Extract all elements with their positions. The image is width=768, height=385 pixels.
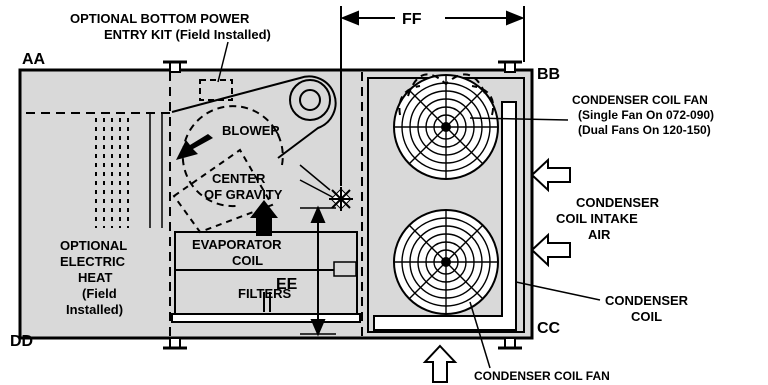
intake-label-line2: COIL INTAKE xyxy=(556,211,638,226)
ff-label: FF xyxy=(402,11,422,28)
rigging-lugs xyxy=(163,60,522,350)
ee-bracket xyxy=(333,261,357,277)
fan-bottom-label: CONDENSER COIL FAN xyxy=(474,369,610,383)
leader-lines xyxy=(217,41,601,369)
corner-bb-label: BB xyxy=(537,66,560,83)
center-of-gravity-marker xyxy=(329,187,353,211)
heat-label-line4: (Field xyxy=(82,286,117,301)
condenser-coil-label-line2: COIL xyxy=(631,309,662,324)
evaporator-label-line2: COIL xyxy=(232,253,263,268)
blower-label: BLOWER xyxy=(222,123,280,138)
intake-label-line1: CONDENSER xyxy=(576,195,660,210)
power-entry-label-line1: OPTIONAL BOTTOM POWER xyxy=(70,11,250,26)
filters-label: FILTERS xyxy=(238,286,292,301)
ff-dimension xyxy=(340,6,525,186)
bottom-intake-arrow xyxy=(422,344,458,383)
fan-top-label-line2: (Single Fan On 072-090) xyxy=(578,108,714,122)
heat-label-line5: Installed) xyxy=(66,302,123,317)
cog-label-line1: CENTER xyxy=(212,171,266,186)
fan-top-label-line3: (Dual Fans On 120-150) xyxy=(578,123,711,137)
condenser-coil-label-line1: CONDENSER xyxy=(605,293,689,308)
cog-label-line2: OF GRAVITY xyxy=(204,187,283,202)
condenser-fan-bottom xyxy=(393,209,499,315)
corner-dd-label: DD xyxy=(10,333,33,350)
power-entry-label-line2: ENTRY KIT (Field Installed) xyxy=(104,27,271,42)
corner-aa-label: AA xyxy=(22,51,46,68)
blower-assembly xyxy=(171,75,339,234)
heat-label-line1: OPTIONAL xyxy=(60,238,127,253)
heat-airflow-arrow xyxy=(176,134,213,160)
corner-cc-label: CC xyxy=(537,320,561,337)
fan-top-label-line1: CONDENSER COIL FAN xyxy=(572,93,708,107)
ee-label: EE xyxy=(276,276,298,293)
evaporator-label-line1: EVAPORATOR xyxy=(192,237,282,252)
compartment-dividers xyxy=(26,72,363,336)
intake-air-arrows xyxy=(422,157,571,383)
evaporator-airflow-arrow xyxy=(250,200,278,236)
ee-dimension xyxy=(300,205,336,337)
intake-label-line3: AIR xyxy=(588,227,611,242)
heat-label-line3: HEAT xyxy=(78,270,112,285)
electric-heat-elements xyxy=(95,118,129,228)
condenser-fan-top xyxy=(393,73,499,180)
heat-label-line2: ELECTRIC xyxy=(60,254,126,269)
evaporator-section xyxy=(171,231,361,323)
